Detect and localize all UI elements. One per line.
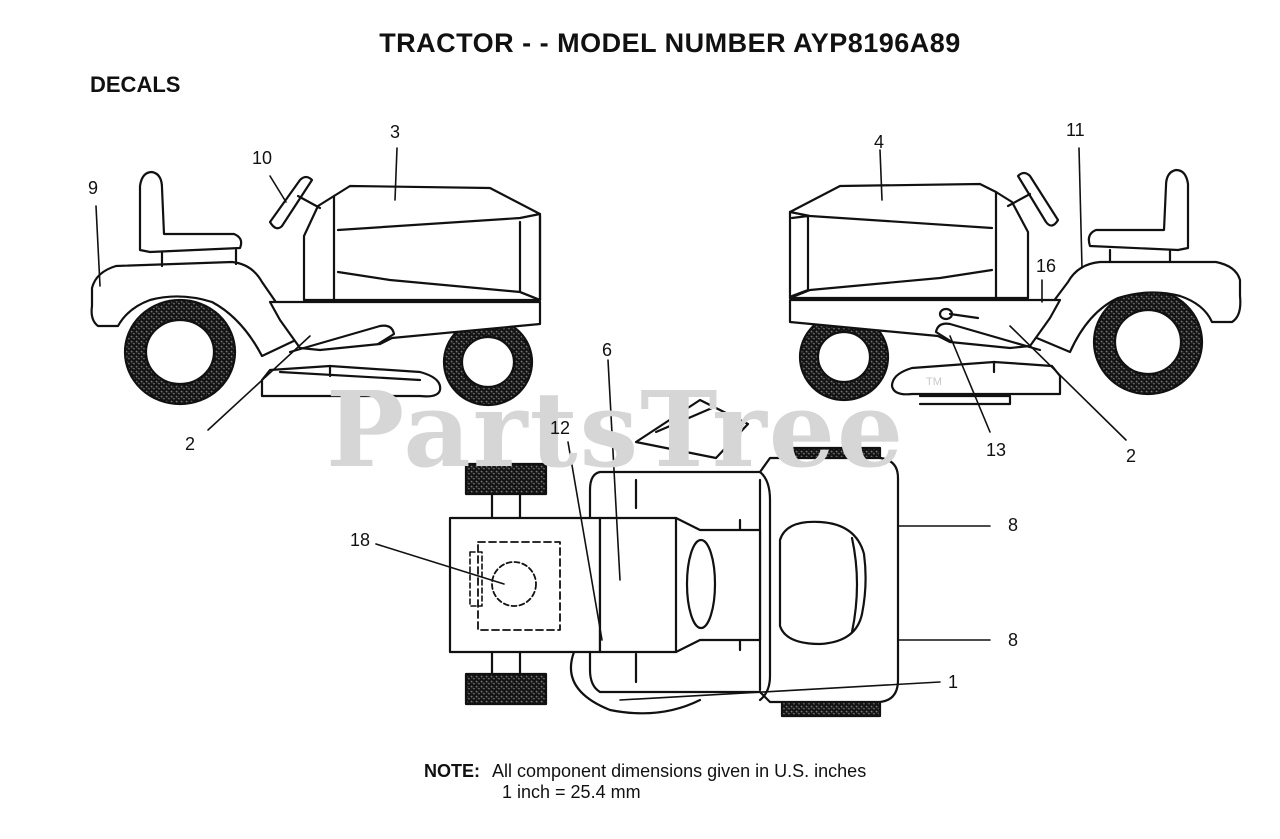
callout-3: 3 — [390, 122, 401, 142]
callout-6: 6 — [602, 340, 613, 360]
callout-12: 12 — [550, 418, 571, 438]
callout-13: 13 — [986, 440, 1007, 460]
diagram-title: TRACTOR - - MODEL NUMBER AYP8196A89 — [379, 28, 961, 58]
tractor-top-view — [448, 398, 900, 718]
callout-16: 16 — [1036, 256, 1057, 276]
callout-8-top: 8 — [1008, 515, 1019, 535]
callout-9: 9 — [88, 178, 99, 198]
watermark-logo: PartsTree — [326, 368, 906, 491]
callout-4: 4 — [874, 132, 885, 152]
tractor-right-side-view — [788, 168, 1242, 406]
note-line-2: 1 inch = 25.4 mm — [502, 782, 641, 802]
callout-10: 10 — [252, 148, 273, 168]
watermark-trademark: TM — [926, 376, 942, 388]
callout-8-bottom: 8 — [1008, 630, 1019, 650]
section-heading: DECALS — [90, 72, 181, 97]
note-line-1: All component dimensions given in U.S. i… — [492, 761, 867, 781]
callout-18: 18 — [350, 530, 371, 550]
callout-11: 11 — [1066, 120, 1085, 140]
dimension-note: NOTE: All component dimensions given in U… — [424, 761, 866, 803]
callout-leader-lines — [95, 147, 1127, 701]
note-label: NOTE: — [424, 761, 480, 781]
tractor-left-side-view — [90, 170, 542, 407]
callout-2-right: 2 — [1126, 446, 1137, 466]
callout-2-left: 2 — [185, 434, 196, 454]
callout-1: 1 — [948, 672, 959, 692]
